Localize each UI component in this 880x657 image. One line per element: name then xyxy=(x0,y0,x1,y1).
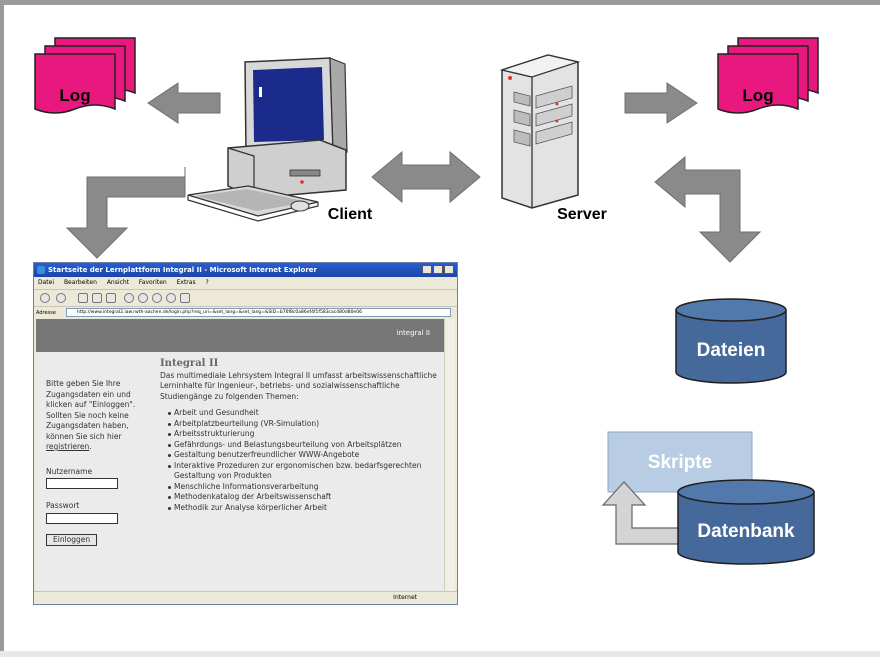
topic-list: Arbeit und Gesundheit Arbeitplatzbeurtei… xyxy=(160,408,440,513)
arrow-client-to-log xyxy=(147,82,221,124)
vertical-scrollbar[interactable] xyxy=(444,319,455,593)
intro-text: Das multimediale Lehrsystem Integral II … xyxy=(160,370,437,401)
browser-window: Startseite der Lernplattform Integral II… xyxy=(33,262,458,605)
page-heading: Integral II xyxy=(160,358,219,369)
page-banner: integral II xyxy=(36,319,444,352)
username-label: Nutzername xyxy=(46,466,93,476)
client-label: Client xyxy=(328,206,373,223)
page-content: integral II Bitte geben Sie Ihre Zugangs… xyxy=(36,319,444,593)
forward-icon[interactable] xyxy=(56,293,66,303)
integral-logo: integral II xyxy=(396,329,430,337)
dateien-database-icon xyxy=(675,298,787,384)
arrow-client-server xyxy=(371,150,481,204)
menu-extras[interactable]: Extras xyxy=(176,279,196,286)
status-zone: Internet xyxy=(393,594,417,601)
menu-ansicht[interactable]: Ansicht xyxy=(106,279,129,286)
back-icon[interactable] xyxy=(40,293,50,303)
server-label: Server xyxy=(557,206,607,223)
arrow-datenbank-to-skripte xyxy=(601,481,681,545)
topic-item[interactable]: Arbeitsstrukturierung xyxy=(168,429,440,440)
favorites-icon[interactable] xyxy=(138,293,148,303)
address-input[interactable]: http://www.integral2.iaw.rwth-aachen.de/… xyxy=(66,308,451,317)
topic-item[interactable]: Menschliche Informationsverarbeitung xyxy=(168,482,440,493)
login-button[interactable]: Einloggen xyxy=(46,533,98,546)
topic-item[interactable]: Interaktive Prozeduren zur ergonomischen… xyxy=(168,461,440,482)
arrow-server-to-log xyxy=(624,82,698,124)
topic-item[interactable]: Gefährdungs- und Belastungsbeurteilung v… xyxy=(168,440,440,451)
ie-logo-icon xyxy=(37,266,45,274)
arrow-server-to-storage xyxy=(654,155,762,263)
address-bar: Adresse http://www.integral2.iaw.rwth-aa… xyxy=(34,307,457,319)
dateien-label: Dateien xyxy=(697,340,766,361)
menu-datei[interactable]: Datei xyxy=(38,279,55,286)
menu-favoriten[interactable]: Favoriten xyxy=(138,279,167,286)
arrow-client-to-browser xyxy=(65,167,186,259)
log-left-icon xyxy=(34,37,136,114)
frame-left-border xyxy=(0,0,4,657)
main-content: Integral II Das multimediale Lehrsystem … xyxy=(160,358,440,513)
frame-bottom-border xyxy=(0,651,880,657)
stop-icon[interactable] xyxy=(78,293,88,303)
password-label: Passwort xyxy=(46,501,80,510)
mail-icon[interactable] xyxy=(180,293,190,303)
menu-bearbeiten[interactable]: Bearbeiten xyxy=(63,279,97,286)
skripte-label: Skripte xyxy=(648,452,712,473)
media-icon[interactable] xyxy=(152,293,162,303)
log-left-label: Log xyxy=(59,86,90,105)
datenbank-database-icon xyxy=(677,479,815,565)
datenbank-label: Datenbank xyxy=(697,521,795,542)
topic-item[interactable]: Arbeitplatzbeurteilung (VR-Simulation) xyxy=(168,419,440,430)
address-label: Adresse xyxy=(36,310,56,316)
server-icon xyxy=(499,54,581,209)
login-sidebar: Bitte geben Sie Ihre Zugangsdaten ein un… xyxy=(46,379,146,546)
topic-item[interactable]: Methodik zur Analyse körperlicher Arbeit xyxy=(168,503,440,514)
search-icon[interactable] xyxy=(124,293,134,303)
close-button[interactable] xyxy=(444,265,454,274)
history-icon[interactable] xyxy=(166,293,176,303)
frame-top-border xyxy=(0,0,880,5)
login-instructions: Bitte geben Sie Ihre Zugangsdaten ein un… xyxy=(46,379,136,441)
menu-help[interactable]: ? xyxy=(205,279,209,286)
topic-item[interactable]: Methodenkatalog der Arbeitswissenschaft xyxy=(168,492,440,503)
username-input[interactable] xyxy=(46,478,118,489)
browser-toolbar xyxy=(34,290,457,307)
log-right-label: Log xyxy=(742,86,773,105)
minimize-button[interactable] xyxy=(422,265,432,274)
refresh-icon[interactable] xyxy=(92,293,102,303)
browser-menubar: Datei Bearbeiten Ansicht Favoriten Extra… xyxy=(34,277,457,290)
topic-item[interactable]: Arbeit und Gesundheit xyxy=(168,408,440,419)
status-bar: Internet xyxy=(34,591,457,604)
client-computer-icon xyxy=(187,57,348,222)
maximize-button[interactable] xyxy=(433,265,443,274)
log-right-icon xyxy=(717,37,819,114)
browser-title: Startseite der Lernplattform Integral II… xyxy=(48,266,317,274)
topic-item[interactable]: Gestaltung benutzerfreundlicher WWW-Ange… xyxy=(168,450,440,461)
home-icon[interactable] xyxy=(106,293,116,303)
password-input[interactable] xyxy=(46,512,118,524)
register-link[interactable]: registrieren xyxy=(46,442,90,451)
browser-titlebar: Startseite der Lernplattform Integral II… xyxy=(34,263,457,277)
